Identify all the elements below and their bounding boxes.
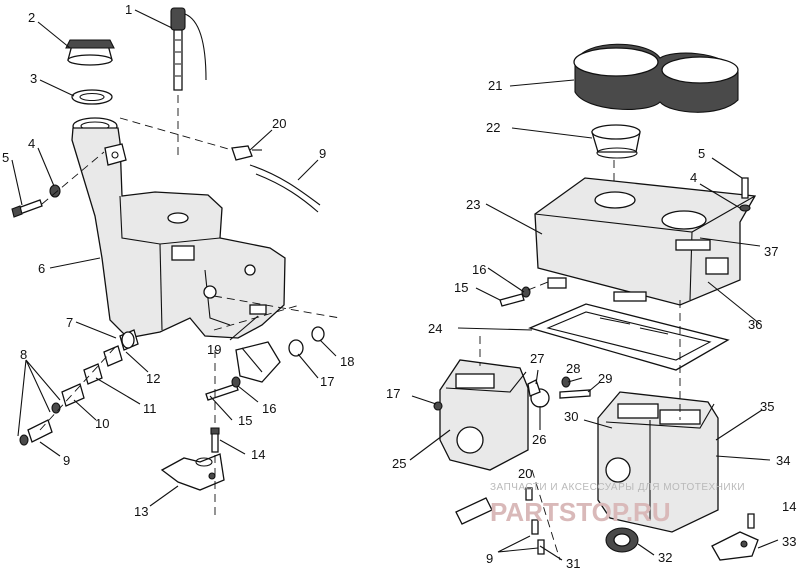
cap-gasket [71,89,113,105]
callout-30: 30 [564,409,578,424]
callout-33: 33 [782,534,796,549]
callout-36: 36 [748,317,762,332]
callout-18: 18 [340,354,354,369]
callout-14-right: 14 [782,499,796,514]
callout-13: 13 [134,504,148,519]
watermark-brand: PARTSTOP.RU [490,497,671,527]
callout-15-right: 15 [454,280,468,295]
callout-16-left: 16 [262,401,276,416]
callout-9-right: 9 [486,551,493,566]
callout-26: 26 [532,432,546,447]
callout-21: 21 [488,78,502,93]
callout-6: 6 [38,261,45,276]
callout-7: 7 [66,315,73,330]
callout-3: 3 [30,71,37,86]
callout-31: 31 [566,556,580,571]
callout-17-right: 17 [386,386,400,401]
callout-9-left: 9 [63,453,70,468]
airbox-lid [534,177,757,306]
airbox-assembly [433,43,759,561]
callout-19: 19 [207,342,221,357]
callout-2: 2 [28,10,35,25]
callout-4-left: 4 [28,136,35,151]
callout-37: 37 [764,244,778,259]
leader-lines [11,9,779,561]
callout-9-vent: 9 [319,146,326,161]
callout-20-right: 20 [518,466,532,481]
callout-35: 35 [760,399,774,414]
fuel-tank-assembly [11,7,341,515]
callout-4-right: 4 [690,170,697,185]
callout-27: 27 [530,351,544,366]
callout-11: 11 [143,401,157,416]
callout-32: 32 [658,550,672,565]
callout-29: 29 [598,371,612,386]
callout-28: 28 [566,361,580,376]
callout-1: 1 [125,2,132,17]
callout-22: 22 [486,120,500,135]
callout-10: 10 [95,416,109,431]
callout-12: 12 [146,371,160,386]
watermark: ЗАПЧАСТИ И АКСЕССУАРЫ ДЛЯ МОТОТЕХНИКИ PA… [490,482,745,527]
airbox-gasket [528,303,730,371]
callout-16-right: 16 [472,262,486,277]
callout-14-left: 14 [251,447,265,462]
callout-34: 34 [776,453,790,468]
callout-5-left: 5 [2,150,9,165]
callout-24: 24 [428,321,442,336]
fuel-tank [71,127,286,339]
callout-23: 23 [466,197,480,212]
callout-8: 8 [20,347,27,362]
callout-5-right: 5 [698,146,705,161]
watermark-tagline: ЗАПЧАСТИ И АКСЕССУАРЫ ДЛЯ МОТОТЕХНИКИ [490,482,745,493]
callout-20-left: 20 [272,116,286,131]
callout-17-left: 17 [320,374,334,389]
callout-15-left: 15 [238,413,252,428]
callout-25: 25 [392,456,406,471]
